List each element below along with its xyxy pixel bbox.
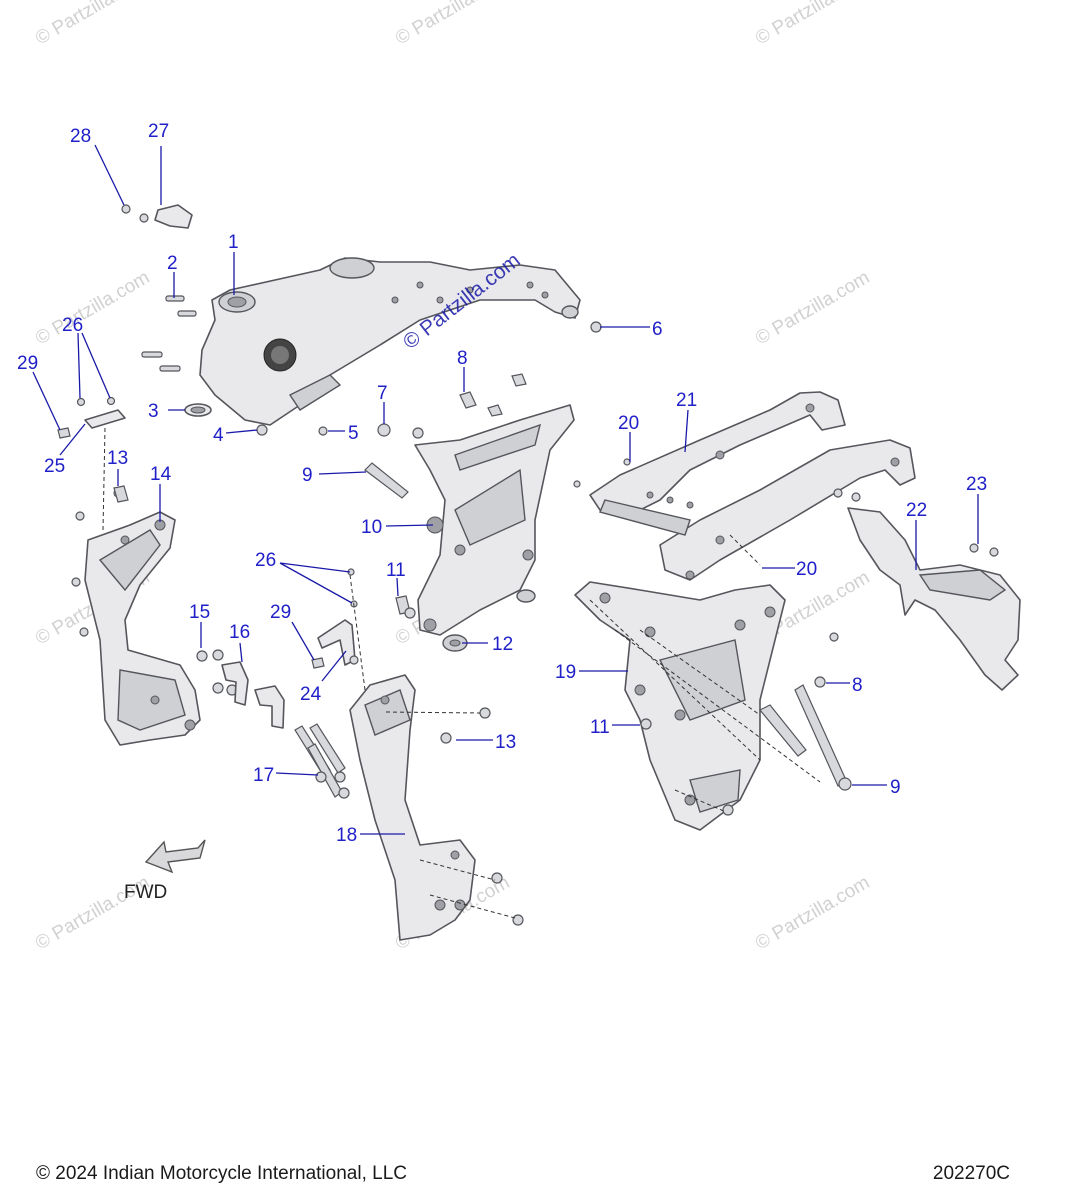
callout-10: 10: [361, 517, 382, 538]
part-17-bolts: [294, 723, 350, 799]
part-7-nut: [377, 423, 391, 437]
callout-labels: 28 27 1 2 26 29 3 4 25 5 6 7 8 13 14 9 1…: [17, 121, 987, 846]
part-21-rear-rail: [573, 391, 916, 581]
part-9-bolt-upper: [364, 462, 409, 499]
callout-7: 7: [377, 383, 388, 404]
part-10-center-bracket: [412, 404, 575, 636]
part-6-cap: [590, 321, 602, 333]
callout-6: 6: [652, 319, 663, 340]
fwd-label: FWD: [124, 882, 167, 903]
callout-23: 23: [966, 474, 987, 495]
callout-22: 22: [906, 500, 927, 521]
callout-14: 14: [150, 464, 172, 485]
callout-29: 29: [17, 353, 38, 374]
part-2-pins: [141, 295, 197, 372]
part-27-bracket: [154, 204, 193, 229]
callout-9: 9: [302, 465, 313, 486]
callout-28: 28: [70, 126, 91, 147]
callout-9: 9: [890, 777, 901, 798]
callout-17: 17: [253, 765, 274, 786]
callout-3: 3: [148, 401, 159, 422]
copyright-notice: © 2024 Indian Motorcycle International, …: [36, 1163, 407, 1184]
watermark: © Partzilla.com: [752, 872, 873, 954]
callout-2: 2: [167, 253, 178, 274]
callout-12: 12: [492, 634, 513, 655]
callout-25: 25: [44, 456, 65, 477]
part-14-side-plate: [71, 488, 201, 746]
callout-24: 24: [300, 684, 322, 705]
drawing-number: 202270C: [932, 1163, 1010, 1184]
callout-20: 20: [618, 413, 639, 434]
forward-arrow-icon: [144, 839, 206, 874]
part-25-plate: [57, 396, 126, 439]
part-19-lower-bracket: [574, 581, 852, 831]
watermark: © Partzilla.com: [752, 0, 873, 49]
part-5-plug: [318, 426, 328, 436]
callout-11: 11: [386, 560, 406, 581]
part-15-nuts: [196, 649, 238, 696]
callout-1: 1: [228, 232, 239, 253]
callout-8: 8: [457, 348, 468, 369]
watermark: © Partzilla.com: [392, 0, 513, 49]
part-18-front-bracket: [349, 674, 524, 941]
callout-16: 16: [229, 622, 250, 643]
part-13-bolt: [113, 485, 129, 503]
part-16-brackets: [221, 661, 285, 729]
watermark: © Partzilla.com: [32, 267, 153, 349]
callout-29: 29: [270, 602, 291, 623]
part-22-rear-cover: [833, 488, 1021, 691]
callout-18: 18: [336, 825, 357, 846]
alignment-lines: [102, 427, 821, 919]
part-4-nut: [256, 424, 268, 436]
callout-26: 26: [62, 315, 83, 336]
callout-15: 15: [189, 602, 210, 623]
watermark: © Partzilla.com: [752, 267, 873, 349]
part-3-ring: [184, 403, 212, 417]
callout-4: 4: [213, 425, 224, 446]
part-1-main-frame: [199, 257, 581, 426]
callout-5: 5: [348, 423, 359, 444]
callout-11: 11: [590, 717, 610, 738]
part-28-screw: [121, 204, 149, 223]
callout-27: 27: [148, 121, 169, 142]
callout-20: 20: [796, 559, 817, 580]
part-8-bolts-upper: [459, 373, 527, 417]
callout-21: 21: [676, 390, 697, 411]
part-24-bracket: [311, 568, 359, 669]
watermark: © Partzilla.com: [32, 0, 153, 49]
callout-26: 26: [255, 550, 276, 571]
part-11-bolt: [395, 595, 416, 619]
leader-lines: [32, 144, 979, 835]
callout-8: 8: [852, 675, 863, 696]
callout-13: 13: [107, 448, 128, 469]
callout-19: 19: [555, 662, 576, 683]
callout-13: 13: [495, 732, 516, 753]
